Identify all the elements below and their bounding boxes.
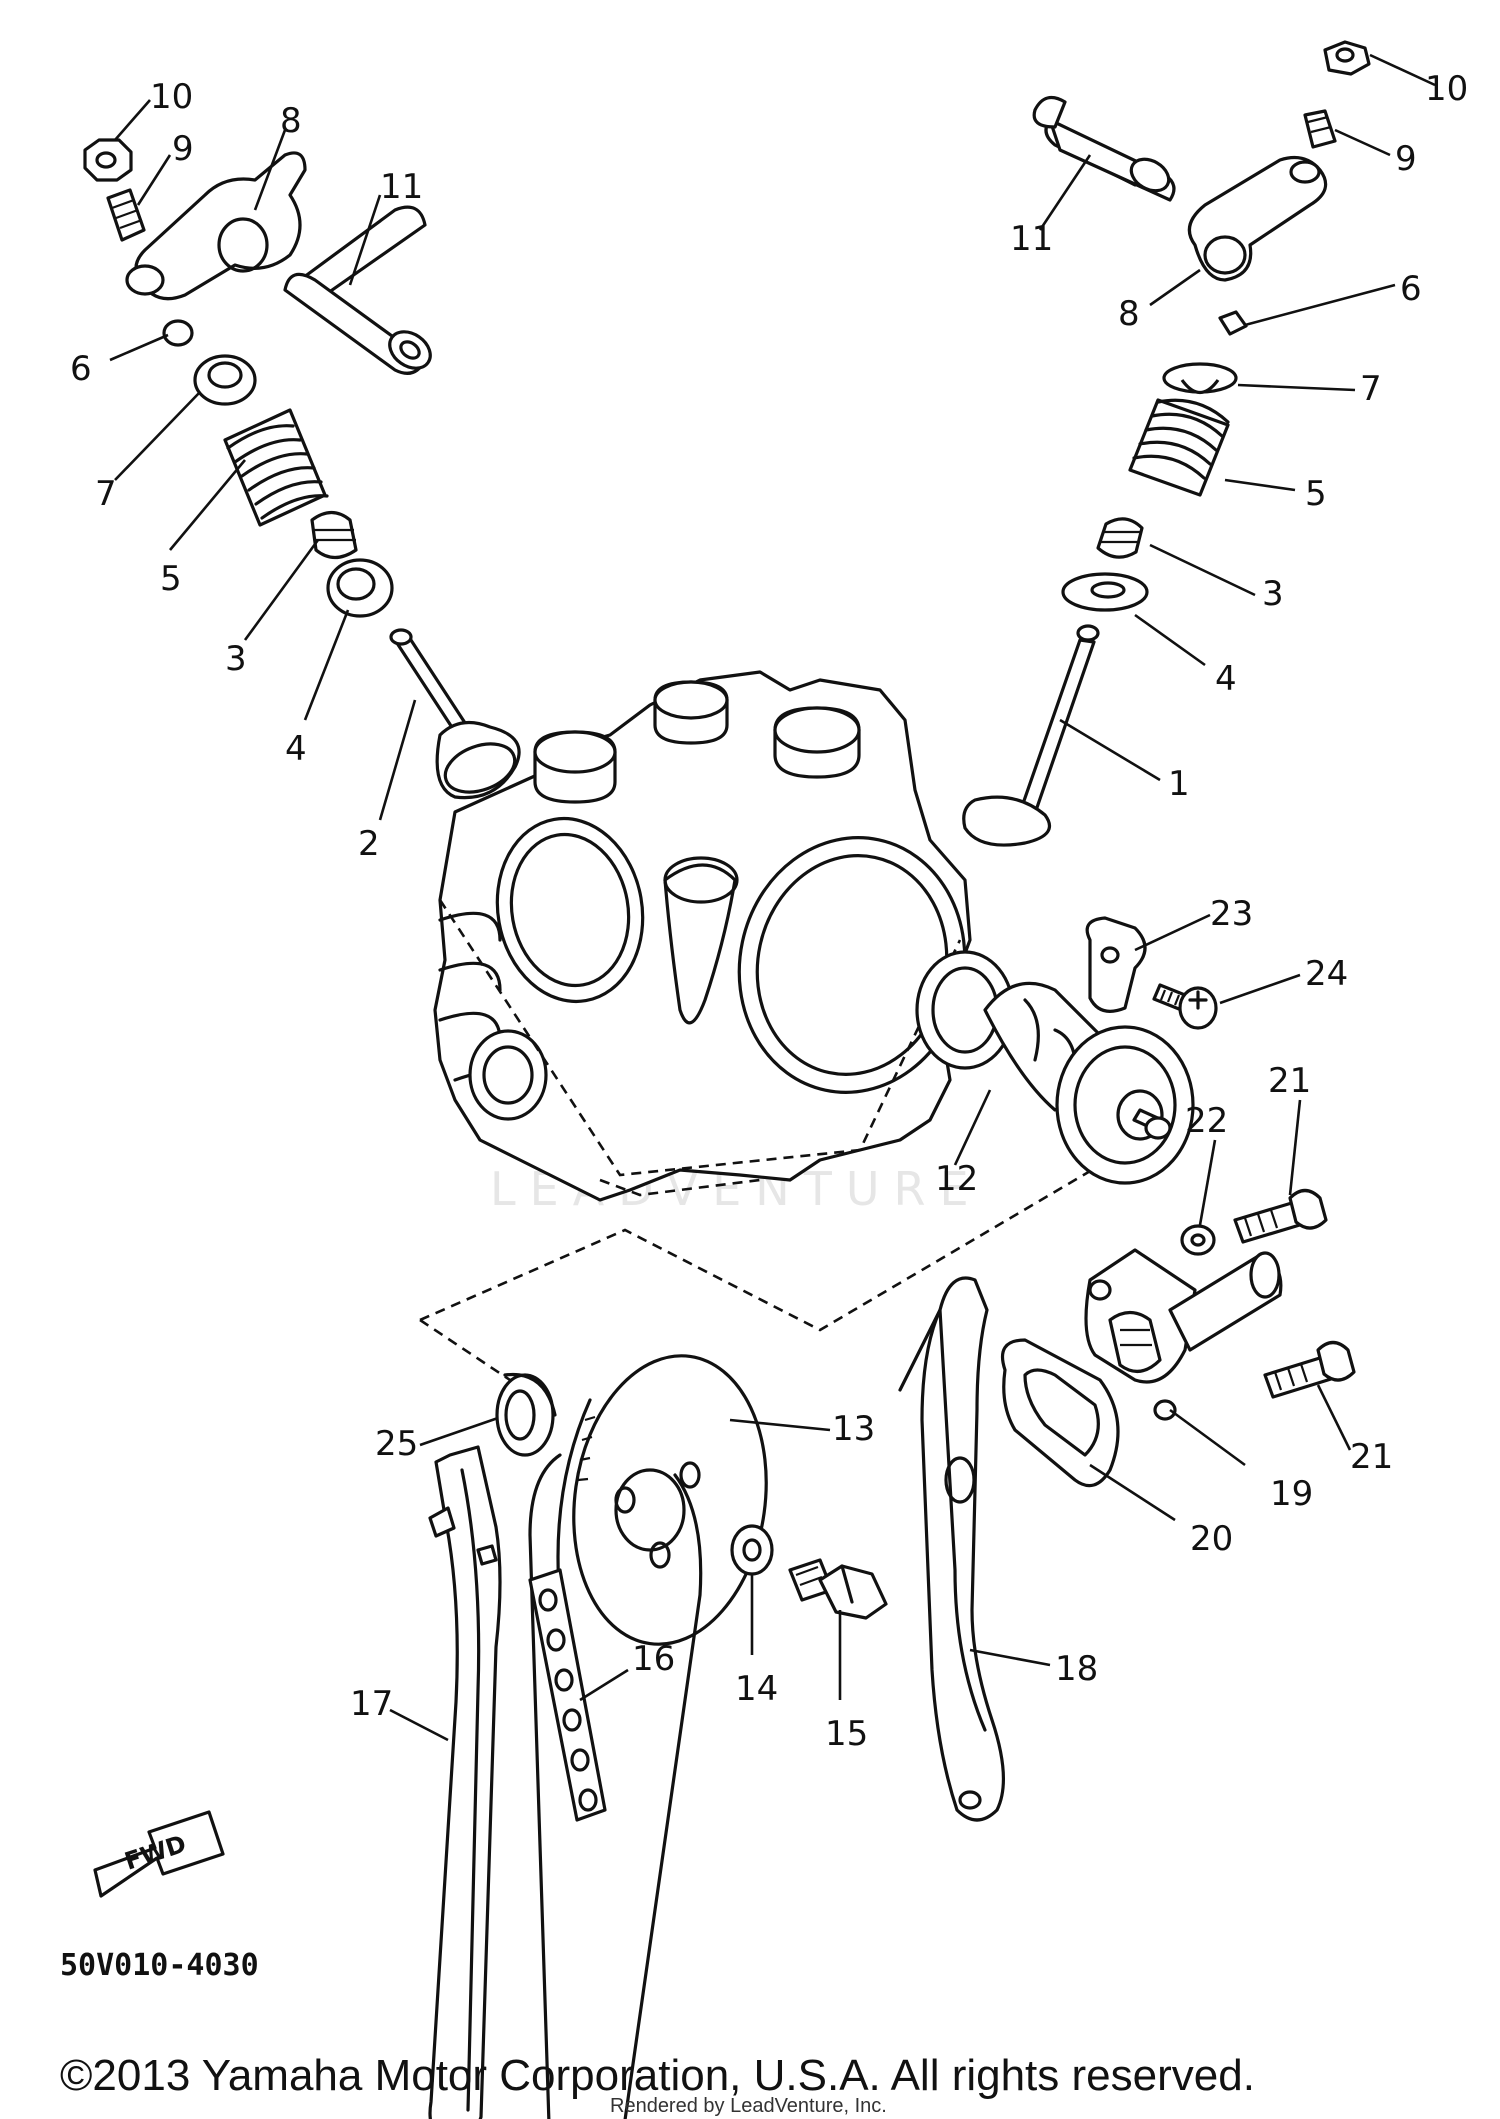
rocker-arm-left	[125, 151, 307, 301]
diagram-code: 50V010-4030	[60, 1948, 259, 1983]
callout-17: 17	[350, 1684, 393, 1724]
callout-6-left: 6	[70, 349, 92, 389]
rocker-shaft-right	[1032, 95, 1176, 202]
callout-25: 25	[375, 1424, 418, 1464]
cam-chain-tensioner	[1084, 1248, 1283, 1421]
callouts: 10 9 8 11 6 7 5 3 4 2 10 9 11 8 6 7 5 3 …	[70, 69, 1468, 1754]
callout-22: 22	[1185, 1101, 1228, 1141]
callout-11-right: 11	[1010, 219, 1053, 259]
spring-retainer-left	[193, 354, 257, 406]
copyright-notice: ©2013 Yamaha Motor Corporation, U.S.A. A…	[60, 2051, 1255, 2100]
callout-7-right: 7	[1360, 369, 1382, 409]
callout-19: 19	[1270, 1474, 1313, 1514]
valve-cotter-left	[162, 319, 194, 347]
rendered-by-credit: Rendered by LeadVenture, Inc.	[610, 2095, 887, 2117]
callout-23: 23	[1210, 894, 1253, 934]
valve-spring-right	[1128, 398, 1230, 497]
adjusting-screw-left	[106, 188, 146, 242]
callout-1: 1	[1168, 764, 1190, 804]
callout-8-left: 8	[280, 101, 302, 141]
valve-stem-seal-right	[1096, 517, 1144, 559]
callout-15: 15	[825, 1714, 868, 1754]
callout-3-right: 3	[1262, 574, 1284, 614]
sprocket-bolt	[788, 1558, 888, 1620]
rocker-shaft-left	[283, 205, 432, 375]
callout-21-upper: 21	[1268, 1061, 1311, 1101]
callout-3-left: 3	[225, 639, 247, 679]
callout-6-right: 6	[1400, 269, 1422, 309]
intake-valve	[962, 624, 1100, 847]
rocker-arm-right	[1187, 156, 1328, 282]
tensioner-bolt-lower	[1263, 1340, 1356, 1399]
fwd-arrow-icon: FWD	[93, 1810, 225, 1898]
callout-13: 13	[832, 1409, 875, 1449]
callout-2: 2	[358, 824, 380, 864]
adjusting-screw-right	[1303, 109, 1337, 149]
spring-retainer-right	[1162, 362, 1238, 395]
callout-14: 14	[735, 1669, 778, 1709]
callout-12: 12	[935, 1159, 978, 1199]
callout-24: 24	[1305, 954, 1348, 994]
callout-5-left: 5	[160, 559, 182, 599]
callout-5-right: 5	[1305, 474, 1327, 514]
camshaft	[915, 950, 1195, 1185]
chain-guide-front	[898, 1276, 1005, 1822]
exhaust-valve	[389, 628, 521, 800]
gasket-outline	[419, 1078, 1163, 1332]
tensioner-gasket	[1000, 1338, 1120, 1488]
callout-18: 18	[1055, 1649, 1098, 1689]
callout-21-lower: 21	[1350, 1437, 1393, 1477]
adjusting-nut-right	[1323, 40, 1371, 76]
tensioner-washer	[1180, 1224, 1216, 1256]
sprocket-washer	[730, 1524, 774, 1576]
valve-cotter-right	[1218, 310, 1248, 336]
callout-4-left: 4	[285, 729, 307, 769]
cam-sprocket	[556, 1354, 768, 1646]
callout-16: 16	[632, 1639, 675, 1679]
camshaft-stopper-plate	[1085, 916, 1147, 1013]
callout-10-right: 10	[1425, 69, 1468, 109]
callout-7-left: 7	[95, 474, 117, 514]
cam-chain-loop	[528, 1453, 703, 2119]
valve-stem-seal-left	[310, 510, 358, 560]
callout-8-right: 8	[1118, 294, 1140, 334]
chain-guide-rear	[428, 1445, 502, 2119]
callout-10-left: 10	[150, 77, 193, 117]
leader-lines	[109, 53, 1436, 1742]
callout-4-right: 4	[1215, 659, 1237, 699]
spring-seat-left	[326, 558, 394, 618]
adjusting-nut-left	[83, 138, 133, 182]
callout-11-left: 11	[380, 167, 423, 207]
tensioner-bolt-upper	[1233, 1188, 1328, 1244]
stopper-bolt	[1152, 983, 1218, 1030]
callout-9-right: 9	[1395, 139, 1417, 179]
callout-20: 20	[1190, 1519, 1233, 1559]
cam-chain	[528, 1568, 607, 1822]
oil-seal-25	[495, 1372, 557, 1457]
valve-spring-left	[223, 408, 329, 527]
callout-9-left: 9	[172, 129, 194, 169]
spring-seat-right	[1061, 572, 1149, 612]
cylinder-head	[433, 670, 972, 1202]
